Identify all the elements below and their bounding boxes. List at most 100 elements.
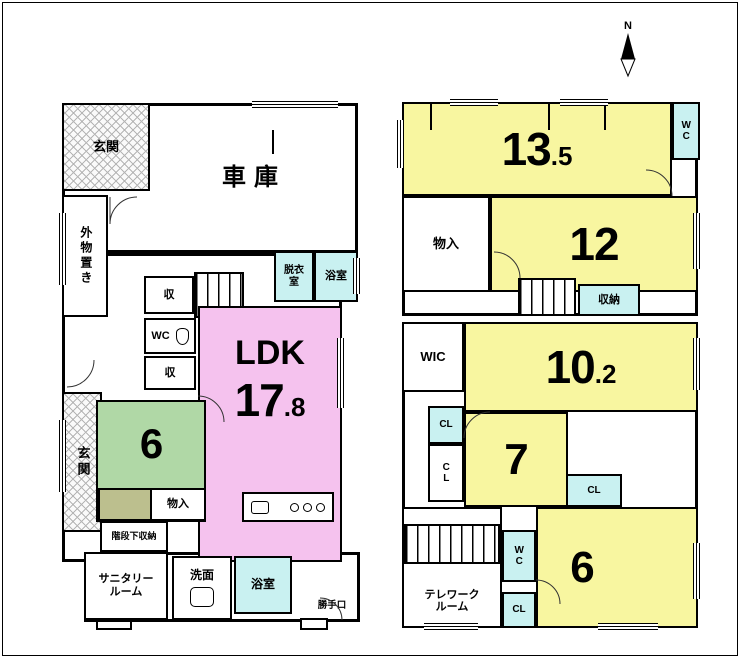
closet-2f-label: 物入 xyxy=(432,235,459,251)
ldk-size: 17 .8 xyxy=(235,373,306,427)
stove-burner-icon xyxy=(290,502,299,512)
stairs-2f xyxy=(518,278,576,316)
room-cl-d: CL xyxy=(502,592,536,628)
room-wc-1f: WC xyxy=(144,318,196,354)
telework-label-line1: テレワーク xyxy=(424,588,480,601)
toilet-icon xyxy=(175,327,189,345)
room-13-5-main: 13 xyxy=(501,123,552,175)
wc-1f-label: WC xyxy=(151,329,170,342)
room-cl-c: CL xyxy=(566,474,622,507)
window-marker xyxy=(560,99,608,106)
wic-label: WIC xyxy=(420,348,446,364)
bath-top-label: 浴室 xyxy=(325,270,347,283)
room-10-2-decimal: .2 xyxy=(594,359,617,389)
room-wic: WIC xyxy=(402,322,464,392)
window-marker xyxy=(337,338,344,408)
stove-icon xyxy=(290,502,325,512)
stove-burner-icon xyxy=(316,502,325,512)
room-garage: 車庫 xyxy=(152,106,356,250)
cl-d-label: CL xyxy=(512,604,526,616)
kitchen-sink-icon xyxy=(251,500,269,514)
room-wc-2f-bottom: WC xyxy=(502,530,536,582)
window-marker xyxy=(693,543,700,599)
dressing-label: 脱衣室 xyxy=(284,265,304,288)
window-marker xyxy=(397,120,404,168)
telework-label-line2: ルーム xyxy=(435,601,469,614)
room-cl-a: CL xyxy=(428,406,464,444)
wall-stub xyxy=(430,104,432,130)
tatami-size: 6 xyxy=(139,420,163,467)
washroom-label: 洗面 xyxy=(189,568,214,583)
room-10-2: 10 .2 xyxy=(464,322,698,412)
window-marker xyxy=(424,623,478,630)
room-storage-b: 収 xyxy=(144,356,196,390)
window-marker xyxy=(450,99,498,106)
sanitary-label-line1: サニタリー xyxy=(98,573,154,586)
window-marker xyxy=(598,623,658,630)
room-under-stairs-storage: 階段下収納 xyxy=(100,521,168,552)
kitchen-counter xyxy=(242,492,334,522)
ldk-label: LDK xyxy=(235,334,305,372)
cl-a-label: CL xyxy=(439,419,453,431)
back-door-label: 勝手口 xyxy=(317,599,347,611)
entrance-left-label: 玄関 xyxy=(75,446,91,478)
wall-stub xyxy=(604,104,606,130)
bath-bottom-label: 浴室 xyxy=(250,577,275,592)
cl-c-label: CL xyxy=(587,484,601,496)
wall-stub xyxy=(548,104,550,130)
wc-2f-top-label: WC xyxy=(680,120,692,142)
window-marker xyxy=(693,338,700,390)
stove-burner-icon xyxy=(303,502,312,512)
entrance-top-label: 玄関 xyxy=(92,138,119,154)
compass-north-label: N xyxy=(624,20,632,32)
compass: N xyxy=(606,16,650,85)
garage-opening xyxy=(252,101,338,108)
tokonoma-alcove xyxy=(98,488,152,521)
ldk-size-main: 17 xyxy=(234,374,285,427)
sink-icon xyxy=(190,586,214,607)
room-12: 12 xyxy=(490,196,698,292)
room-13-5: 13 .5 xyxy=(402,102,672,196)
room-13-5-size: 13 .5 xyxy=(502,122,573,176)
room-6-2f-size: 6 xyxy=(570,542,595,592)
room-10-2-main: 10 xyxy=(545,341,596,393)
under-stairs-label: 階段下収納 xyxy=(111,531,157,542)
garage-post-marker xyxy=(272,130,274,154)
outdoor-storage-label: 外物置き xyxy=(78,226,93,286)
sanitary-label-line2: ルーム xyxy=(109,586,143,598)
room-wc-2f-top: WC xyxy=(672,102,700,160)
back-door: 勝手口 xyxy=(306,598,358,614)
room-storage-2f: 収納 xyxy=(578,284,640,316)
room-storage-a: 収 xyxy=(144,276,194,314)
cl-b-label: CL xyxy=(440,462,452,484)
room-sanitary: サニタリー ルーム xyxy=(84,552,168,620)
room-closet-2f: 物入 xyxy=(402,196,490,292)
closet-1f-label: 物入 xyxy=(167,498,189,511)
stairs-2f-lower xyxy=(404,524,500,564)
ldk-size-decimal: .8 xyxy=(283,392,306,423)
room-7: 7 xyxy=(464,412,568,507)
window-marker xyxy=(693,213,700,269)
room-bath-bottom: 浴室 xyxy=(234,556,292,614)
garage-label: 車庫 xyxy=(222,164,286,192)
room-outdoor-storage: 外物置き xyxy=(62,195,108,317)
room-entrance-top: 玄関 xyxy=(62,103,150,191)
room-7-size: 7 xyxy=(504,434,529,484)
room-entrance-left: 玄関 xyxy=(62,392,102,532)
back-door-step xyxy=(300,618,328,630)
room-washroom: 洗面 xyxy=(172,556,232,620)
storage-a-label: 収 xyxy=(163,288,175,301)
room-12-size: 12 xyxy=(569,218,619,270)
room-13-5-decimal: .5 xyxy=(550,141,573,171)
room-ldk: LDK 17 .8 xyxy=(198,306,342,562)
room-6-2f: 6 xyxy=(536,507,698,628)
window-marker xyxy=(353,258,360,294)
storage-b-label: 収 xyxy=(164,366,176,379)
storage-2f-label: 収納 xyxy=(598,293,620,306)
compass-needle-icon: N xyxy=(620,20,636,78)
room-bath-top: 浴室 xyxy=(314,251,358,302)
room-cl-b: CL xyxy=(428,444,464,502)
porch-step xyxy=(96,620,132,630)
room-dressing: 脱衣室 xyxy=(274,251,314,302)
